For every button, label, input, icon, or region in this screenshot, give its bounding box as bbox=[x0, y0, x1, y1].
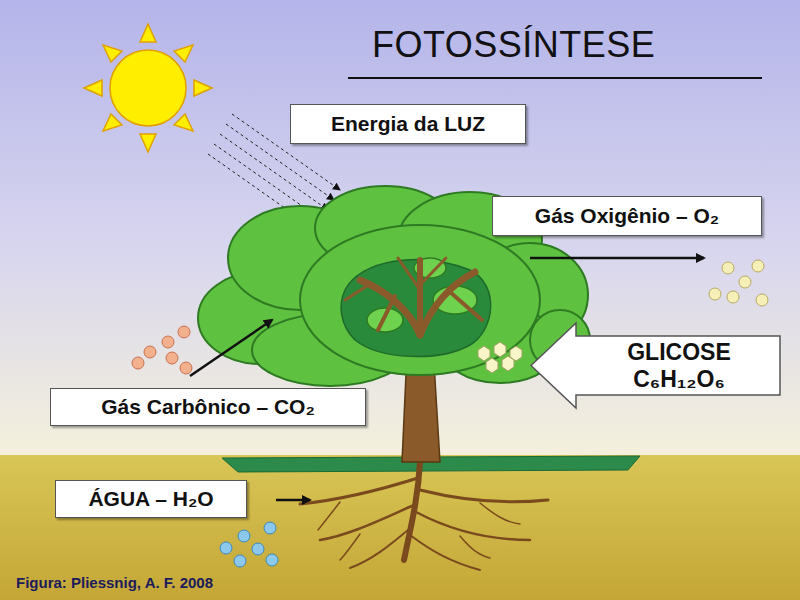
o2-molecules bbox=[709, 260, 768, 306]
oxygen-box: Gás Oxigênio – O₂ bbox=[492, 196, 762, 236]
box-label: Energia da LUZ bbox=[331, 112, 485, 136]
carbon-dioxide-box: Gás Carbônico – CO₂ bbox=[50, 388, 366, 426]
figure-caption: Figura: Pliessnig, A. F. 2008 bbox=[16, 574, 213, 591]
title-rule bbox=[348, 77, 762, 79]
water-arrow bbox=[276, 499, 310, 502]
box-label: GLICOSE bbox=[627, 339, 731, 365]
canopy-shade bbox=[341, 260, 491, 357]
arrow-shape bbox=[531, 323, 780, 408]
light-energy-box: Energia da LUZ bbox=[290, 104, 526, 144]
o2-arrow bbox=[530, 257, 704, 260]
glucose-molecules bbox=[478, 342, 522, 373]
sky bbox=[0, 0, 800, 455]
glucose-arrow-box: GLICOSEC₆H₁₂O₆ bbox=[530, 322, 782, 409]
box-label: Gás Oxigênio – O₂ bbox=[535, 204, 719, 228]
sun bbox=[84, 24, 212, 152]
roots bbox=[300, 462, 548, 570]
box-label: ÁGUA – H₂O bbox=[88, 487, 213, 511]
diagram-title: FOTOSSÍNTESE bbox=[372, 24, 655, 66]
box-label: Gás Carbônico – CO₂ bbox=[101, 395, 315, 419]
soil bbox=[0, 455, 800, 600]
co2-molecules bbox=[132, 326, 192, 374]
branches bbox=[345, 258, 482, 335]
box-formula: C₆H₁₂O₆ bbox=[633, 366, 725, 392]
co2-arrow bbox=[190, 320, 272, 376]
water-molecules bbox=[220, 522, 278, 567]
water-box: ÁGUA – H₂O bbox=[55, 480, 247, 518]
